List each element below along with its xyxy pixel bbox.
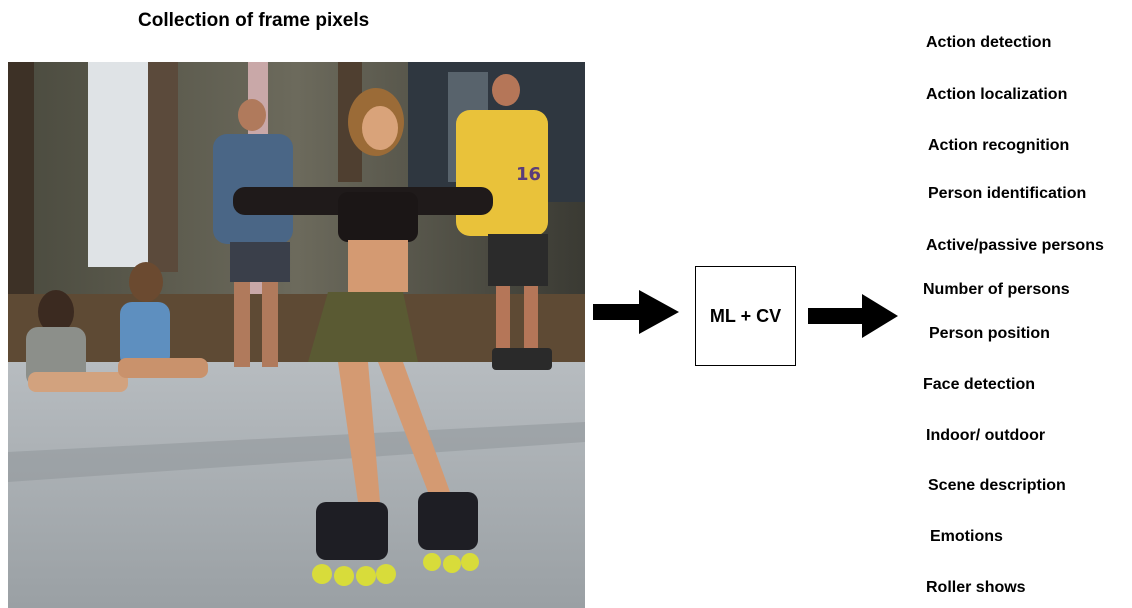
diagram-title: Collection of frame pixels bbox=[138, 10, 370, 31]
output-action-detection: Action detection bbox=[926, 34, 1052, 51]
output-action-recognition: Action recognition bbox=[928, 137, 1070, 154]
output-person-position: Person position bbox=[929, 325, 1050, 342]
ml-cv-process-box: ML + CV bbox=[695, 266, 796, 366]
output-emotions: Emotions bbox=[930, 528, 1003, 545]
output-indoor-outdoor: Indoor/ outdoor bbox=[926, 427, 1046, 444]
jersey-number: 16 bbox=[516, 164, 541, 185]
output-face-detection: Face detection bbox=[923, 376, 1036, 393]
output-scene-description: Scene description bbox=[928, 477, 1066, 494]
arrow-to-outputs-icon bbox=[808, 294, 898, 338]
arrow-to-process-icon bbox=[593, 290, 679, 334]
output-active-passive-persons: Active/passive persons bbox=[926, 237, 1104, 254]
output-action-localization: Action localization bbox=[926, 86, 1068, 103]
process-label: ML + CV bbox=[709, 305, 782, 326]
output-number-of-persons: Number of persons bbox=[923, 281, 1070, 298]
input-photo: 16 bbox=[8, 62, 585, 608]
output-person-identification: Person identification bbox=[928, 185, 1087, 202]
output-roller-shows: Roller shows bbox=[926, 579, 1026, 596]
